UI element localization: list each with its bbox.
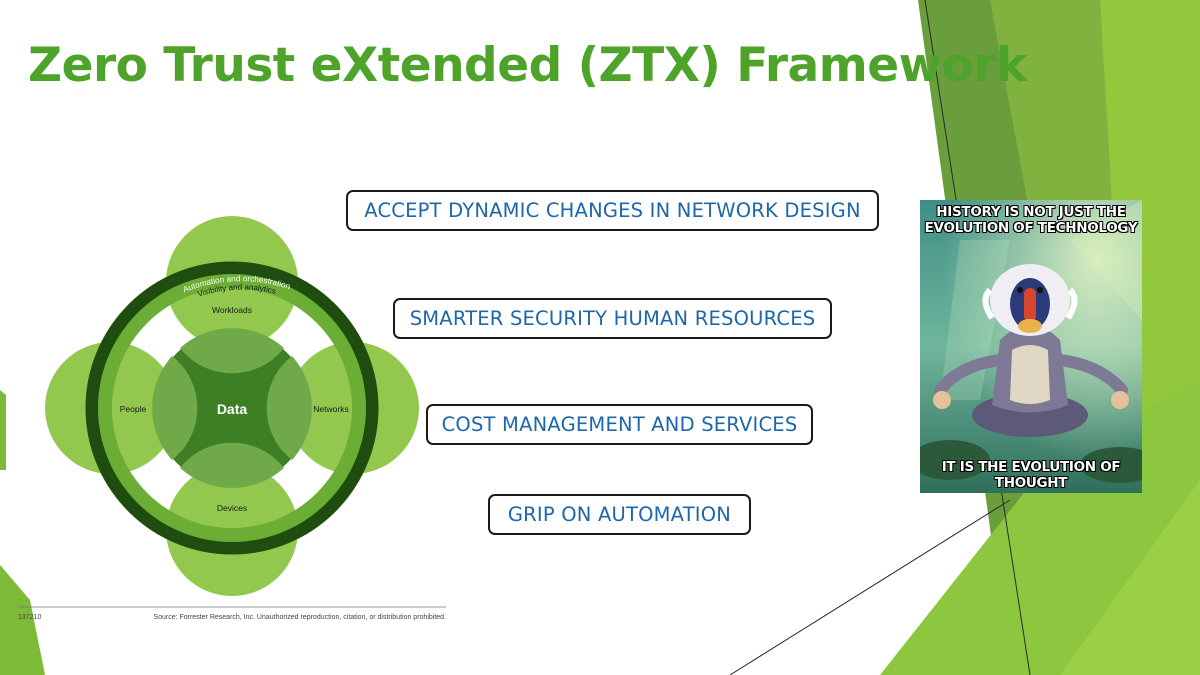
- footer-source: Source: Forrester Research, Inc. Unautho…: [153, 614, 446, 621]
- pill-dynamic-changes: ACCEPT DYNAMIC CHANGES IN NETWORK DESIGN: [346, 190, 879, 231]
- meme-bottom-text: IT IS THE EVOLUTION OF THOUGHT: [941, 459, 1121, 491]
- ztx-diagram: Data Workloads People Networks Devices A…: [18, 216, 446, 621]
- pill-security-hr: SMARTER SECURITY HUMAN RESOURCES: [393, 298, 832, 339]
- automation-ring: [85, 261, 379, 555]
- diagram-label-people: People: [120, 404, 147, 414]
- pill-automation: GRIP ON AUTOMATION: [488, 494, 751, 535]
- data-circle: [154, 330, 310, 486]
- slide-title: Zero Trust eXtended (ZTX) Framework: [28, 38, 1027, 93]
- diagram-label-networks: Networks: [313, 404, 348, 414]
- diagram-label-devices: Devices: [217, 503, 247, 513]
- meme-image: HISTORY IS NOT JUST THE EVOLUTION OF TEC…: [920, 200, 1142, 493]
- diagram-label-workloads: Workloads: [212, 305, 252, 315]
- meme-top-text: HISTORY IS NOT JUST THE EVOLUTION OF TEC…: [924, 204, 1138, 236]
- visibility-ring: [98, 274, 366, 542]
- pill-cost-management: COST MANAGEMENT AND SERVICES: [426, 404, 813, 445]
- diagram-center-label: Data: [217, 401, 248, 417]
- footer-id: 137210: [18, 614, 41, 621]
